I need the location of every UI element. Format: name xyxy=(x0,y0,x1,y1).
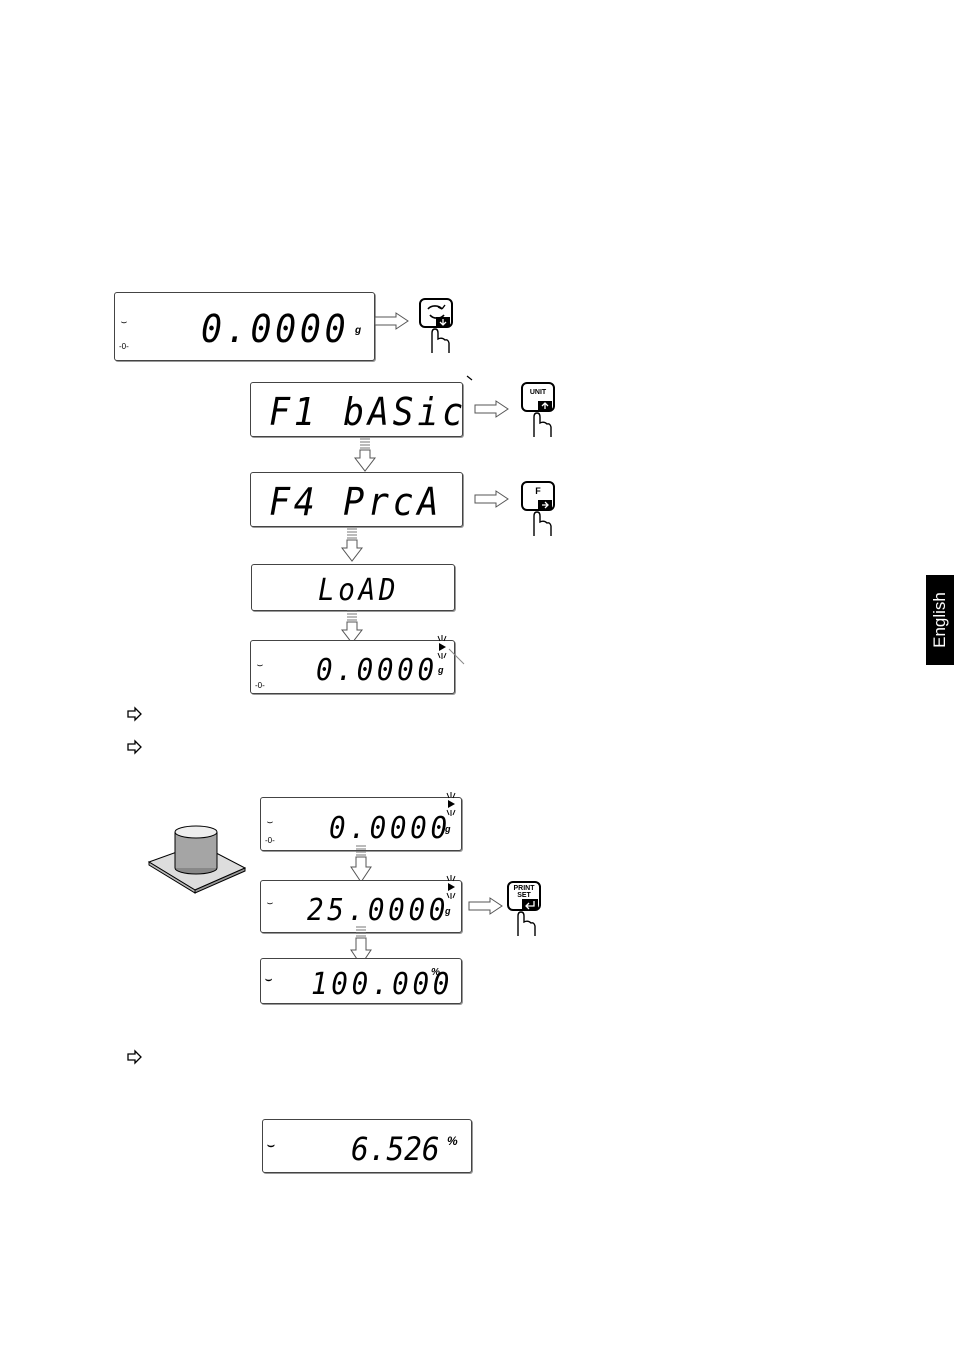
arrow-down-icon xyxy=(340,528,364,562)
display-initial-weight: ⌣ -0- 0.0000 g xyxy=(114,292,375,361)
bullet-arrow-icon xyxy=(127,706,142,722)
unit-label: g xyxy=(355,325,362,336)
blink-triangle-icon xyxy=(437,635,447,659)
bullet-arrow-icon xyxy=(127,1049,142,1065)
language-tab-label: English xyxy=(930,592,949,648)
display-menu-f1: F1 bASic xyxy=(250,382,463,437)
zero-indicator: -0- xyxy=(255,681,265,690)
print-set-key[interactable]: PRINT SET xyxy=(506,880,544,938)
f-key-label: F xyxy=(535,486,541,496)
blink-triangle-icon xyxy=(446,875,456,899)
arrow-right-icon xyxy=(474,490,509,508)
cycle-icon xyxy=(419,298,453,353)
display-menu-f4: F4 PrcA xyxy=(250,472,463,527)
weight-readout: 0.0000 xyxy=(329,811,451,846)
arrow-down-icon xyxy=(353,438,377,472)
print-key-label: PRINT xyxy=(513,885,535,892)
unit-up-key[interactable]: UNIT xyxy=(520,381,558,439)
up-arrow-key-icon xyxy=(521,382,555,437)
unit-label: g xyxy=(445,824,451,834)
unit-label: g xyxy=(438,665,444,675)
cycle-down-key[interactable] xyxy=(418,297,456,355)
enter-key-icon xyxy=(507,881,541,936)
unit-label: g xyxy=(445,906,451,916)
callout-line xyxy=(448,648,465,665)
display-hundred-percent: ⌣ 100.000 % xyxy=(260,958,462,1004)
weight-readout: 0.0000 xyxy=(201,307,350,351)
weight-readout: 25.0000 xyxy=(307,893,450,928)
display-zero-blinking: ⌣ -0- 0.0000 g xyxy=(250,635,455,694)
arrow-down-icon xyxy=(340,610,364,644)
load-text: LoAD xyxy=(318,573,400,608)
arrow-right-icon xyxy=(468,897,503,915)
unit-label: % xyxy=(431,967,440,978)
stability-indicator: ⌣ xyxy=(267,899,273,909)
weight-readout: 0.0000 xyxy=(316,653,438,688)
menu-text: F4 PrcA xyxy=(269,480,443,524)
unit-key-label: UNIT xyxy=(529,389,547,396)
enter-key-icon xyxy=(521,481,555,536)
display-reference-zero: ⌣ -0- 0.0000 g xyxy=(260,792,462,851)
arrow-right-icon xyxy=(374,312,409,330)
sample-weight-illustration xyxy=(147,825,247,894)
arrow-right-icon xyxy=(474,400,509,418)
bullet-arrow-icon xyxy=(127,739,142,755)
stability-indicator: ⌣ xyxy=(267,1138,275,1152)
set-key-label: SET xyxy=(517,892,531,899)
f-enter-key[interactable]: F xyxy=(520,480,558,538)
display-reference-weight: ⌣ 25.0000 g xyxy=(260,875,462,933)
zero-indicator: -0- xyxy=(119,342,129,351)
zero-indicator: -0- xyxy=(265,836,275,845)
arrow-down-icon xyxy=(350,845,372,883)
stability-indicator: ⌣ xyxy=(257,661,263,671)
arrow-down-icon xyxy=(350,926,372,966)
language-tab[interactable]: English xyxy=(926,575,954,665)
unit-label: % xyxy=(447,1134,458,1148)
menu-text: F1 bASic xyxy=(269,390,467,434)
percent-readout: 100.000 xyxy=(311,967,454,1002)
display-percent-result: ⌣ 6.526 % xyxy=(262,1119,472,1173)
tick-mark-icon xyxy=(466,375,473,381)
stability-indicator: ⌣ xyxy=(121,318,127,328)
blink-triangle-icon xyxy=(446,792,456,816)
percent-readout: 6.526 xyxy=(351,1130,440,1168)
stability-indicator: ⌣ xyxy=(265,973,273,986)
stability-indicator: ⌣ xyxy=(267,818,273,828)
display-load: LoAD xyxy=(251,564,455,611)
